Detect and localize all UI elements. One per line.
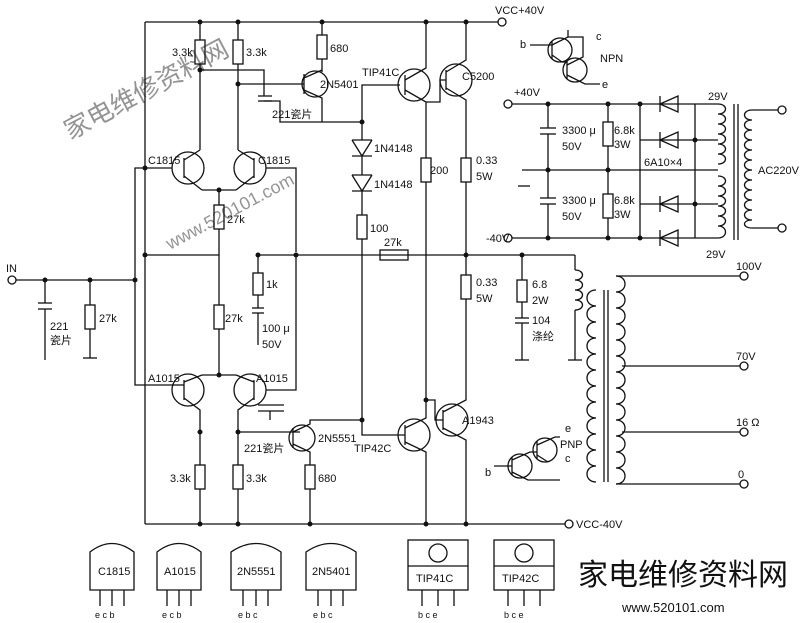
package-tip41c-name: TIP41C — [416, 573, 453, 585]
psu-res-a-label: 6.8k — [614, 125, 635, 137]
r-27k-input-label: 27k — [99, 313, 117, 325]
q-c1815-left-label: C1815 — [148, 155, 180, 167]
c-100u-label: 100 μ — [262, 323, 290, 335]
r-033-bottom-watt: 5W — [476, 293, 493, 305]
psu-cap-a-label: 3300 μ — [562, 125, 596, 137]
pnp-b: b — [485, 467, 491, 479]
r-100-label: 100 — [370, 223, 388, 235]
watermark-url: www.520101.com — [162, 169, 298, 254]
psu-res-b-watt: 3W — [614, 209, 631, 221]
r-680-bottom-label: 680 — [318, 473, 336, 485]
q-a1015-right-label: A1015 — [256, 373, 288, 385]
package-c1815-body — [89, 542, 135, 591]
pnp-c: c — [565, 453, 571, 465]
r-6r8-label: 6.8 — [532, 279, 547, 291]
r-1k-label: 1k — [266, 279, 278, 291]
npn-c: c — [596, 31, 602, 43]
c-104-type: 涤纶 — [532, 329, 554, 343]
r-3k3-bottom-right-label: 3.3k — [246, 473, 267, 485]
watermark-brand: 家电维修资料网 — [59, 33, 234, 145]
package-tip42c-pins: b c e — [504, 610, 524, 620]
package-2n5551-pins: e b c — [238, 610, 258, 620]
junction-dots — [42, 19, 698, 527]
r-6r8-watt: 2W — [532, 295, 549, 307]
psu-diodes-label: 6A10×4 — [644, 157, 682, 169]
c-221-input-type: 瓷片 — [50, 333, 72, 347]
c-221-top-label: 221瓷片 — [272, 107, 312, 121]
r-27k-feedback-label: 27k — [225, 313, 243, 325]
watermark-url-footer: www.520101.com — [621, 600, 725, 615]
package-2n5401-name: 2N5401 — [312, 566, 351, 578]
c-221-bottom-label: 221瓷片 — [244, 441, 284, 455]
psu-pos-label: +40V — [514, 87, 541, 99]
package-2n5401-body — [305, 542, 357, 591]
q-2n5551-label: 2N5551 — [318, 433, 357, 445]
pnp-e: e — [565, 423, 571, 435]
pnp-title: PNP — [560, 439, 583, 451]
q-c5200-label: C5200 — [462, 71, 494, 83]
r-3k3-top-right-label: 3.3k — [246, 47, 267, 59]
d-1n4148-b-label: 1N4148 — [374, 179, 413, 191]
watermark-brand-footer: 家电维修资料网 — [578, 559, 788, 592]
q-c1815-right-label: C1815 — [258, 155, 290, 167]
psu-neg-label: -40V — [486, 233, 510, 245]
r-27k-out-label: 27k — [384, 237, 402, 249]
package-a1015-pins: e c b — [162, 610, 182, 620]
psu-cap-a-voltage: 50V — [562, 141, 582, 153]
q-a1015-left-label: A1015 — [148, 373, 180, 385]
tap-70v-label: 70V — [736, 351, 756, 363]
tap-16ohm-label: 16 Ω — [736, 417, 760, 429]
r-200-label: 200 — [430, 165, 448, 177]
tap-0-label: 0 — [738, 469, 744, 481]
q-2n5401-label: 2N5401 — [320, 79, 359, 91]
package-2n5401-pins: e b c — [313, 610, 333, 620]
psu-29v-bottom: 29V — [706, 249, 726, 261]
r-033-top-label: 0.33 — [476, 155, 497, 167]
input-label: IN — [6, 263, 17, 275]
package-c1815-pins: e c b — [95, 610, 115, 620]
package-2n5551-name: 2N5551 — [237, 566, 276, 578]
r-3k3-top-left-label: 3.3k — [172, 47, 193, 59]
psu-29v-top: 29V — [708, 91, 728, 103]
npn-title: NPN — [600, 53, 623, 65]
package-c1815-name: C1815 — [98, 566, 130, 578]
npn-e: e — [602, 79, 608, 91]
q-tip41c-label: TIP41C — [362, 67, 399, 79]
vcc-neg-label: VCC-40V — [576, 519, 623, 531]
psu-res-b-label: 6.8k — [614, 195, 635, 207]
r-3k3-bottom-left-label: 3.3k — [170, 473, 191, 485]
package-tip41c-pins: b c e — [418, 610, 438, 620]
r-033-bottom-label: 0.33 — [476, 277, 497, 289]
npn-b: b — [520, 39, 526, 51]
vcc-pos-label: VCC+40V — [495, 5, 545, 17]
psu-res-a-watt: 3W — [614, 139, 631, 151]
q-tip42c-label: TIP42C — [354, 443, 391, 455]
c-221-input-label: 221 — [50, 321, 68, 333]
c-104-label: 104 — [532, 315, 550, 327]
psu-cap-b-voltage: 50V — [562, 211, 582, 223]
r-27k-mid-label: 27k — [227, 214, 245, 226]
c-100u-voltage: 50V — [262, 339, 282, 351]
d-1n4148-a-label: 1N4148 — [374, 143, 413, 155]
tap-100v-label: 100V — [736, 261, 762, 273]
r-680-top-label: 680 — [330, 43, 348, 55]
psu-ac-label: AC220V — [758, 165, 800, 177]
q-a1943-label: A1943 — [462, 415, 494, 427]
package-a1015-body — [156, 542, 202, 591]
package-2n5551-body — [230, 542, 282, 591]
psu-cap-b-label: 3300 μ — [562, 195, 596, 207]
package-a1015-name: A1015 — [164, 566, 196, 578]
package-tip42c-name: TIP42C — [502, 573, 539, 585]
r-033-top-watt: 5W — [476, 171, 493, 183]
